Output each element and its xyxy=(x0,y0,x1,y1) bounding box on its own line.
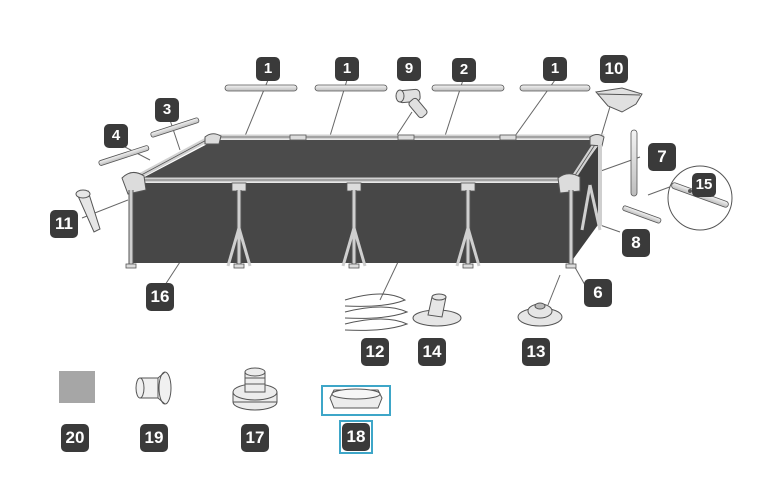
label-part-12: 12 xyxy=(361,338,389,366)
pool-frame xyxy=(121,133,605,269)
t-connector-part xyxy=(395,88,428,119)
brace-bar xyxy=(622,205,662,224)
label-part-6: 6 xyxy=(584,279,612,307)
top-pipes xyxy=(224,84,591,92)
hose-coil xyxy=(344,293,409,331)
inlet-fitting xyxy=(412,293,462,327)
label-part-17: 17 xyxy=(241,424,269,452)
label-part-10: 10 xyxy=(600,55,628,83)
label-part-16: 16 xyxy=(146,283,174,311)
label-part-8: 8 xyxy=(622,229,650,257)
corner-joint-part xyxy=(595,87,643,113)
label-part-1c: 1 xyxy=(543,57,567,81)
label-part-1a: 1 xyxy=(256,57,280,81)
highlight-frame-part-18 xyxy=(321,385,391,416)
label-part-1b: 1 xyxy=(335,57,359,81)
label-part-2: 2 xyxy=(452,58,476,82)
label-part-7: 7 xyxy=(648,143,676,171)
highlight-label-part-18 xyxy=(339,420,373,454)
drain-fitting xyxy=(517,302,563,327)
label-part-4: 4 xyxy=(104,124,128,148)
label-part-11: 11 xyxy=(50,210,78,238)
label-part-9: 9 xyxy=(397,57,421,81)
label-part-20: 20 xyxy=(61,424,89,452)
label-part-3: 3 xyxy=(155,98,179,122)
label-part-18: 18 xyxy=(342,423,370,451)
label-part-19: 19 xyxy=(140,424,168,452)
side-rods xyxy=(98,117,200,166)
repair-patch xyxy=(59,371,95,403)
plug-part xyxy=(135,371,172,405)
label-part-15: 15 xyxy=(692,173,716,197)
label-part-13: 13 xyxy=(522,338,550,366)
drain-valve xyxy=(232,367,278,411)
leg-cap-part xyxy=(75,189,101,233)
drain-cap xyxy=(329,388,383,409)
vertical-pole xyxy=(630,129,638,197)
label-part-14: 14 xyxy=(418,338,446,366)
